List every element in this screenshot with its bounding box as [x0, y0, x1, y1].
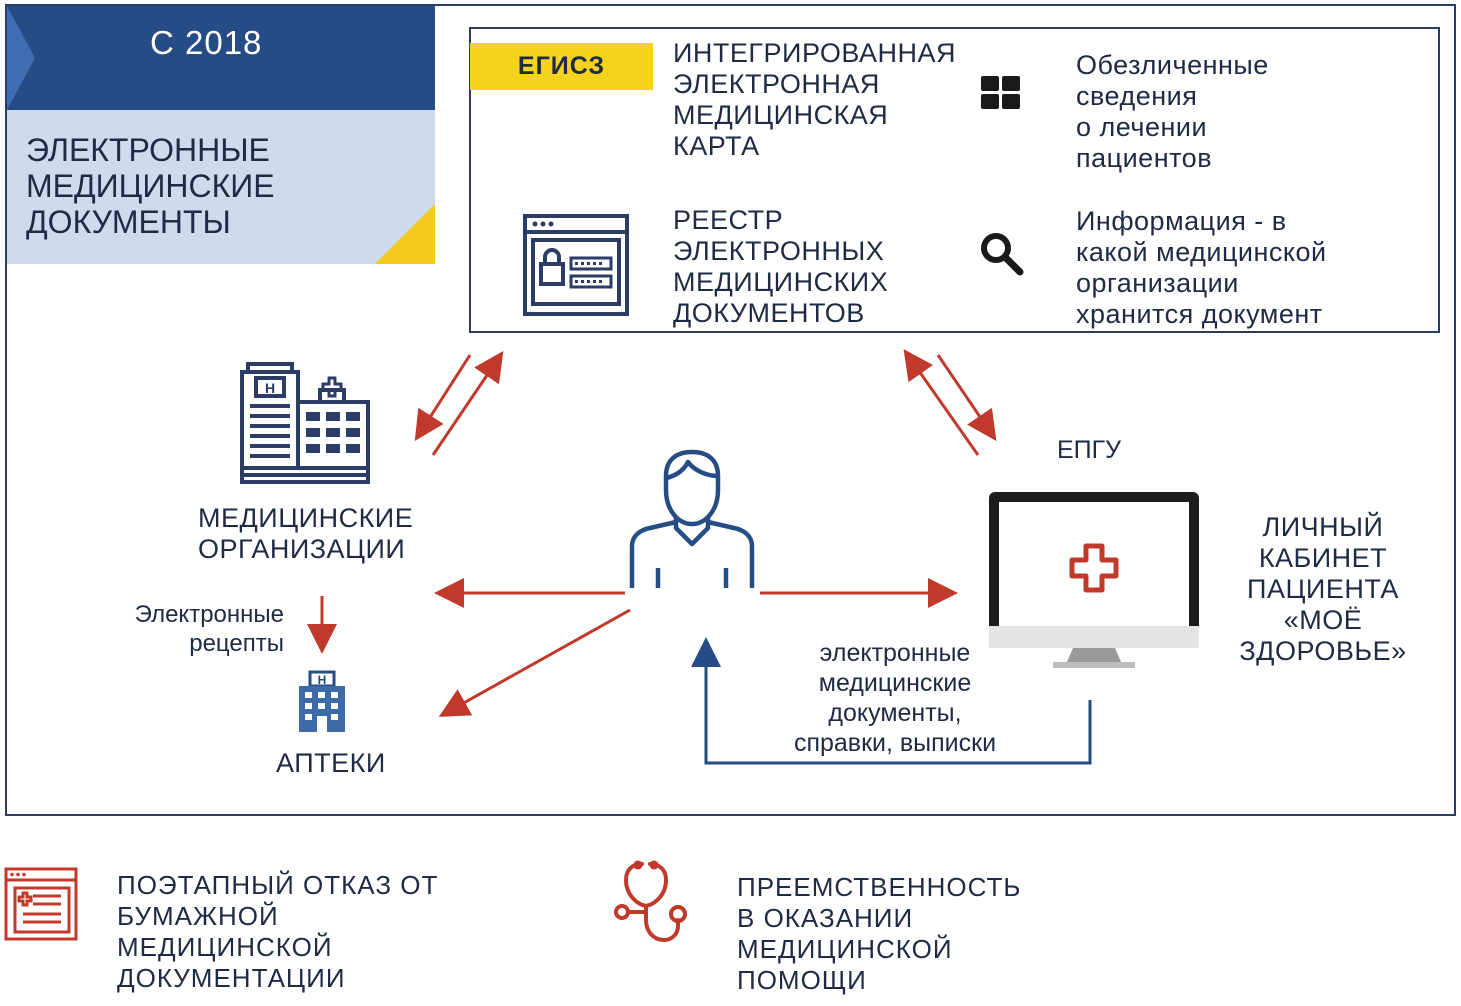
registry-label: РЕЕСТР ЭЛЕКТРОННЫХ МЕДИЦИНСКИХ ДОКУМЕНТО…: [673, 205, 889, 328]
hospital-icon: H: [240, 362, 370, 484]
doctor-icon: [629, 449, 755, 588]
arrow-orgs-to-egisz: [431, 351, 504, 456]
egisz-badge-label: ЕГИСЗ: [517, 52, 606, 80]
banner-title: ЭЛЕКТРОННЫЕ МЕДИЦИНСКИЕ ДОКУМЕНТЫ: [26, 132, 275, 240]
registry-window-icon: [523, 214, 629, 316]
footer-paperless-label: ПОЭТАПНЫЙ ОТКАЗ ОТ БУМАЖНОЙ МЕДИЦИНСКОЙ …: [117, 870, 439, 993]
egisz-badge: [470, 43, 653, 90]
stethoscope-icon: [614, 860, 687, 943]
arrow-epgu-to-doctor: [691, 637, 1092, 765]
svg-text:H: H: [265, 380, 275, 396]
edocs-label: электронные медицинские документы, справ…: [793, 639, 997, 757]
iemk-description: Обезличенные сведения о лечении пациенто…: [1076, 50, 1269, 173]
banner-year: С 2018: [150, 24, 263, 61]
pharmacy-label: АПТЕКИ: [276, 748, 386, 778]
banner-year-bar: [7, 6, 435, 110]
monitor-icon: [989, 492, 1199, 668]
pharmacy-icon: H: [299, 670, 345, 732]
search-icon: [981, 233, 1024, 276]
diagram-frame: [5, 4, 1456, 816]
footer-continuity-label: ПРЕЕМСТВЕННОСТЬ В ОКАЗАНИИ МЕДИЦИНСКОЙ П…: [737, 872, 1022, 995]
recipes-label: Электронные рецепты: [134, 601, 284, 657]
arrow-egisz-to-orgs: [414, 354, 472, 442]
med-orgs-label: МЕДИЦИНСКИЕ ОРГАНИЗАЦИИ: [198, 503, 414, 564]
svg-text:H: H: [318, 673, 327, 687]
grid-icon: [981, 76, 1020, 109]
arrow-doctor-to-pharmacy: [438, 608, 631, 717]
banner-title-box: [7, 110, 435, 264]
banner-corner-accent: [375, 204, 435, 264]
registry-description: Информация - в какой медицинской организ…: [1076, 206, 1327, 329]
epgu-label: ЕПГУ: [1057, 436, 1122, 464]
arrow-epgu-to-egisz: [903, 349, 980, 456]
arrow-egisz-to-epgu: [936, 354, 997, 441]
paper-document-icon: [4, 867, 78, 941]
patient-cabinet-label: ЛИЧНЫЙ КАБИНЕТ ПАЦИЕНТА «МОЁ ЗДОРОВЬЕ»: [1239, 512, 1407, 666]
iemk-label: ИНТЕГРИРОВАННАЯ ЭЛЕКТРОННАЯ МЕДИЦИНСКАЯ …: [673, 38, 956, 161]
